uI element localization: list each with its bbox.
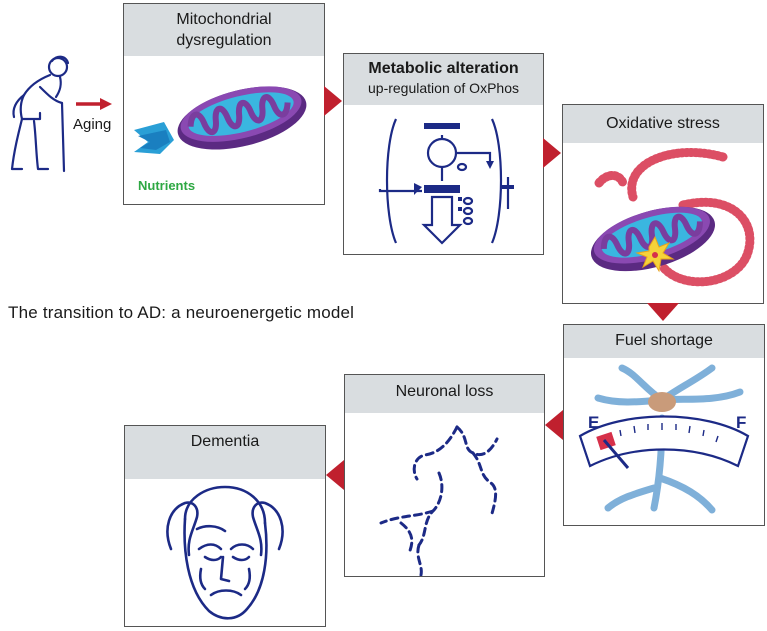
fuel-shortage-title: Fuel shortage bbox=[615, 332, 713, 349]
neuronal-loss-title: Neuronal loss bbox=[395, 383, 494, 400]
metabolic-alteration-subtitle: up-regulation of OxPhos bbox=[368, 80, 519, 96]
metabolic-alteration-title: Metabolic alteration bbox=[368, 60, 519, 77]
oxidative-stress-header: Oxidative stress bbox=[563, 105, 763, 143]
metabolic-alteration-header: Metabolic alteration up-regulation of Ox… bbox=[344, 54, 543, 105]
distressed-face-icon bbox=[166, 485, 284, 620]
gauge-empty-label: E bbox=[588, 413, 600, 432]
fuel-shortage-header: Fuel shortage bbox=[564, 325, 764, 358]
oxphos-schematic-icon bbox=[378, 118, 514, 245]
flow-arrow-1 bbox=[324, 86, 342, 116]
flow-arrow-2 bbox=[543, 138, 561, 168]
fuel-shortage-box: Fuel shortage E F bbox=[563, 324, 765, 526]
mitochondrion-ros-icon bbox=[590, 148, 755, 287]
metabolic-alteration-box: Metabolic alteration up-regulation of Ox… bbox=[343, 53, 544, 255]
diagram-heading: The transition to AD: a neuroenergetic m… bbox=[8, 303, 355, 322]
mitochondrial-dysregulation-header: Mitochondrial dysregulation bbox=[124, 4, 324, 56]
dementia-header: Dementia bbox=[125, 426, 325, 479]
nutrients-label: Nutrients bbox=[138, 178, 196, 193]
neuronal-loss-header: Neuronal loss bbox=[345, 375, 544, 413]
neuronal-loss-box: Neuronal loss bbox=[344, 374, 545, 577]
mitochondrion-icon bbox=[134, 86, 307, 154]
fragmented-neuron-icon bbox=[379, 425, 499, 576]
dementia-title: Dementia bbox=[190, 433, 260, 450]
flow-arrow-3 bbox=[647, 303, 679, 321]
gauge-full-label: F bbox=[736, 413, 747, 432]
oxidative-stress-title: Oxidative stress bbox=[606, 115, 720, 132]
aging-arrow bbox=[76, 98, 112, 110]
aging-label: Aging bbox=[73, 116, 112, 133]
dementia-box: Dementia bbox=[124, 425, 326, 627]
elderly-person-icon bbox=[10, 55, 70, 173]
neuron-fuel-gauge-icon bbox=[578, 364, 750, 514]
mitochondrial-dysregulation-title-line2: dysregulation bbox=[176, 32, 272, 49]
flow-arrow-5 bbox=[326, 460, 344, 490]
mitochondrial-dysregulation-title-line1: Mitochondrial bbox=[176, 11, 272, 28]
flow-arrow-4 bbox=[545, 410, 563, 440]
mitochondrial-dysregulation-box: Mitochondrial dysregulation Nutrients bbox=[123, 3, 325, 205]
oxidative-stress-box: Oxidative stress bbox=[562, 104, 764, 304]
